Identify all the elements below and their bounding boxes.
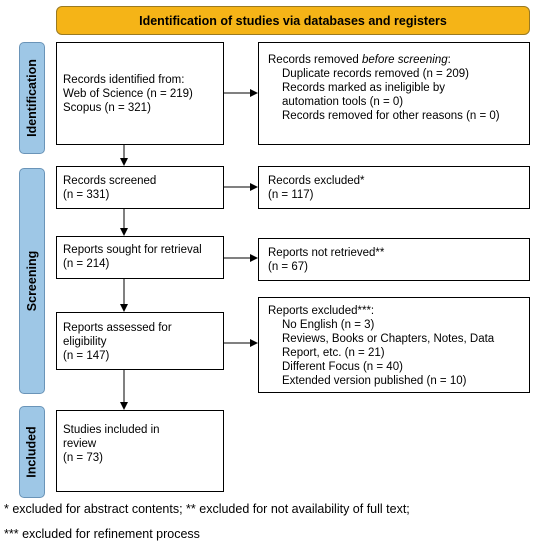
identified-line-2: Scopus (n = 321) (63, 102, 151, 114)
removed-line-3: automation tools (n = 0) (282, 96, 404, 108)
reports-excluded-box: Reports excluded***: No English (n = 3) … (258, 297, 530, 393)
removed-line-2: Records marked as ineligible by (282, 82, 445, 94)
section-header: Identification of studies via databases … (56, 6, 530, 35)
header-text: Identification of studies via databases … (139, 13, 447, 28)
phase-screening: Screening (19, 168, 45, 394)
removed-title: Records removed before screening: (268, 54, 451, 66)
records-removed-box: Records removed before screening: Duplic… (258, 42, 530, 145)
identified-line-1: Web of Science (n = 219) (63, 88, 193, 100)
reports-assessed-box: Reports assessed for eligibility (n = 14… (56, 312, 224, 370)
reports-not-retrieved-box: Reports not retrieved** (n = 67) (258, 238, 530, 281)
identified-title: Records identified from: (63, 74, 185, 86)
phase-identification: Identification (19, 42, 45, 154)
footnote-2: *** excluded for refinement process (4, 527, 200, 541)
removed-line-4: Records removed for other reasons (n = 0… (282, 110, 500, 122)
phase-included: Included (19, 406, 45, 498)
studies-included-box: Studies included in review (n = 73) (56, 410, 224, 492)
records-screened-box: Records screened (n = 331) (56, 166, 224, 209)
footnote-1: * excluded for abstract contents; ** exc… (4, 502, 410, 516)
reports-sought-box: Reports sought for retrieval (n = 214) (56, 236, 224, 279)
records-excluded-box: Records excluded* (n = 117) (258, 166, 530, 209)
removed-line-1: Duplicate records removed (n = 209) (282, 68, 469, 80)
records-identified-box: Records identified from: Web of Science … (56, 42, 224, 145)
